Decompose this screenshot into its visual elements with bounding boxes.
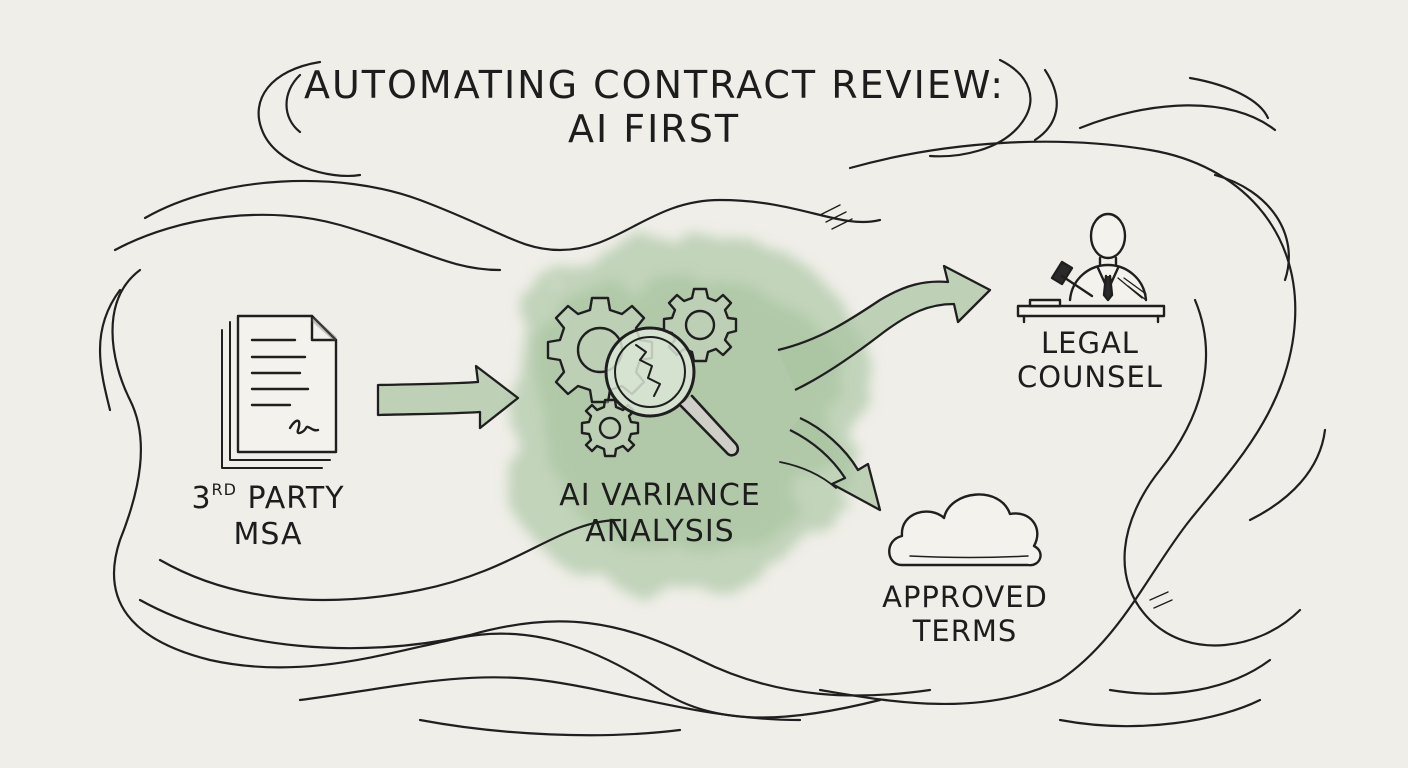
legal-label-line-1: LEGAL [1041, 326, 1139, 360]
approved-label-line-2: TERMS [912, 614, 1018, 649]
document-label-line-1: 3RD PARTY [191, 480, 345, 516]
approved-node-label: APPROVED TERMS [865, 582, 1065, 647]
document-label-line-2: MSA [233, 516, 303, 552]
legal-label-line-2: COUNSEL [1017, 360, 1163, 395]
diagram-title: AUTOMATING CONTRACT REVIEW: AI FIRST [304, 63, 1006, 151]
contract-document-icon [221, 314, 338, 469]
arrow-to-legal [777, 264, 992, 392]
gears-magnifier-icon [546, 287, 740, 458]
arrow-to-approved [779, 416, 882, 512]
legal-node-label: LEGAL COUNSEL [1000, 328, 1180, 393]
ai-label-line-1: AI VARIANCE [559, 478, 761, 513]
title-line-2: AI FIRST [567, 106, 741, 151]
title-line-1: AUTOMATING CONTRACT REVIEW: [304, 63, 1006, 107]
approved-label-line-1: APPROVED [882, 580, 1048, 614]
decorative-swirls [98, 58, 1327, 737]
ai-node-label: AI VARIANCE ANALYSIS [520, 480, 800, 547]
ai-label-line-2: ANALYSIS [585, 513, 735, 549]
judge-gavel-icon [1016, 212, 1166, 324]
cloud-icon [888, 493, 1042, 567]
document-node-label: 3RD PARTY MSA [168, 480, 368, 552]
arrow-to-ai [376, 364, 520, 430]
